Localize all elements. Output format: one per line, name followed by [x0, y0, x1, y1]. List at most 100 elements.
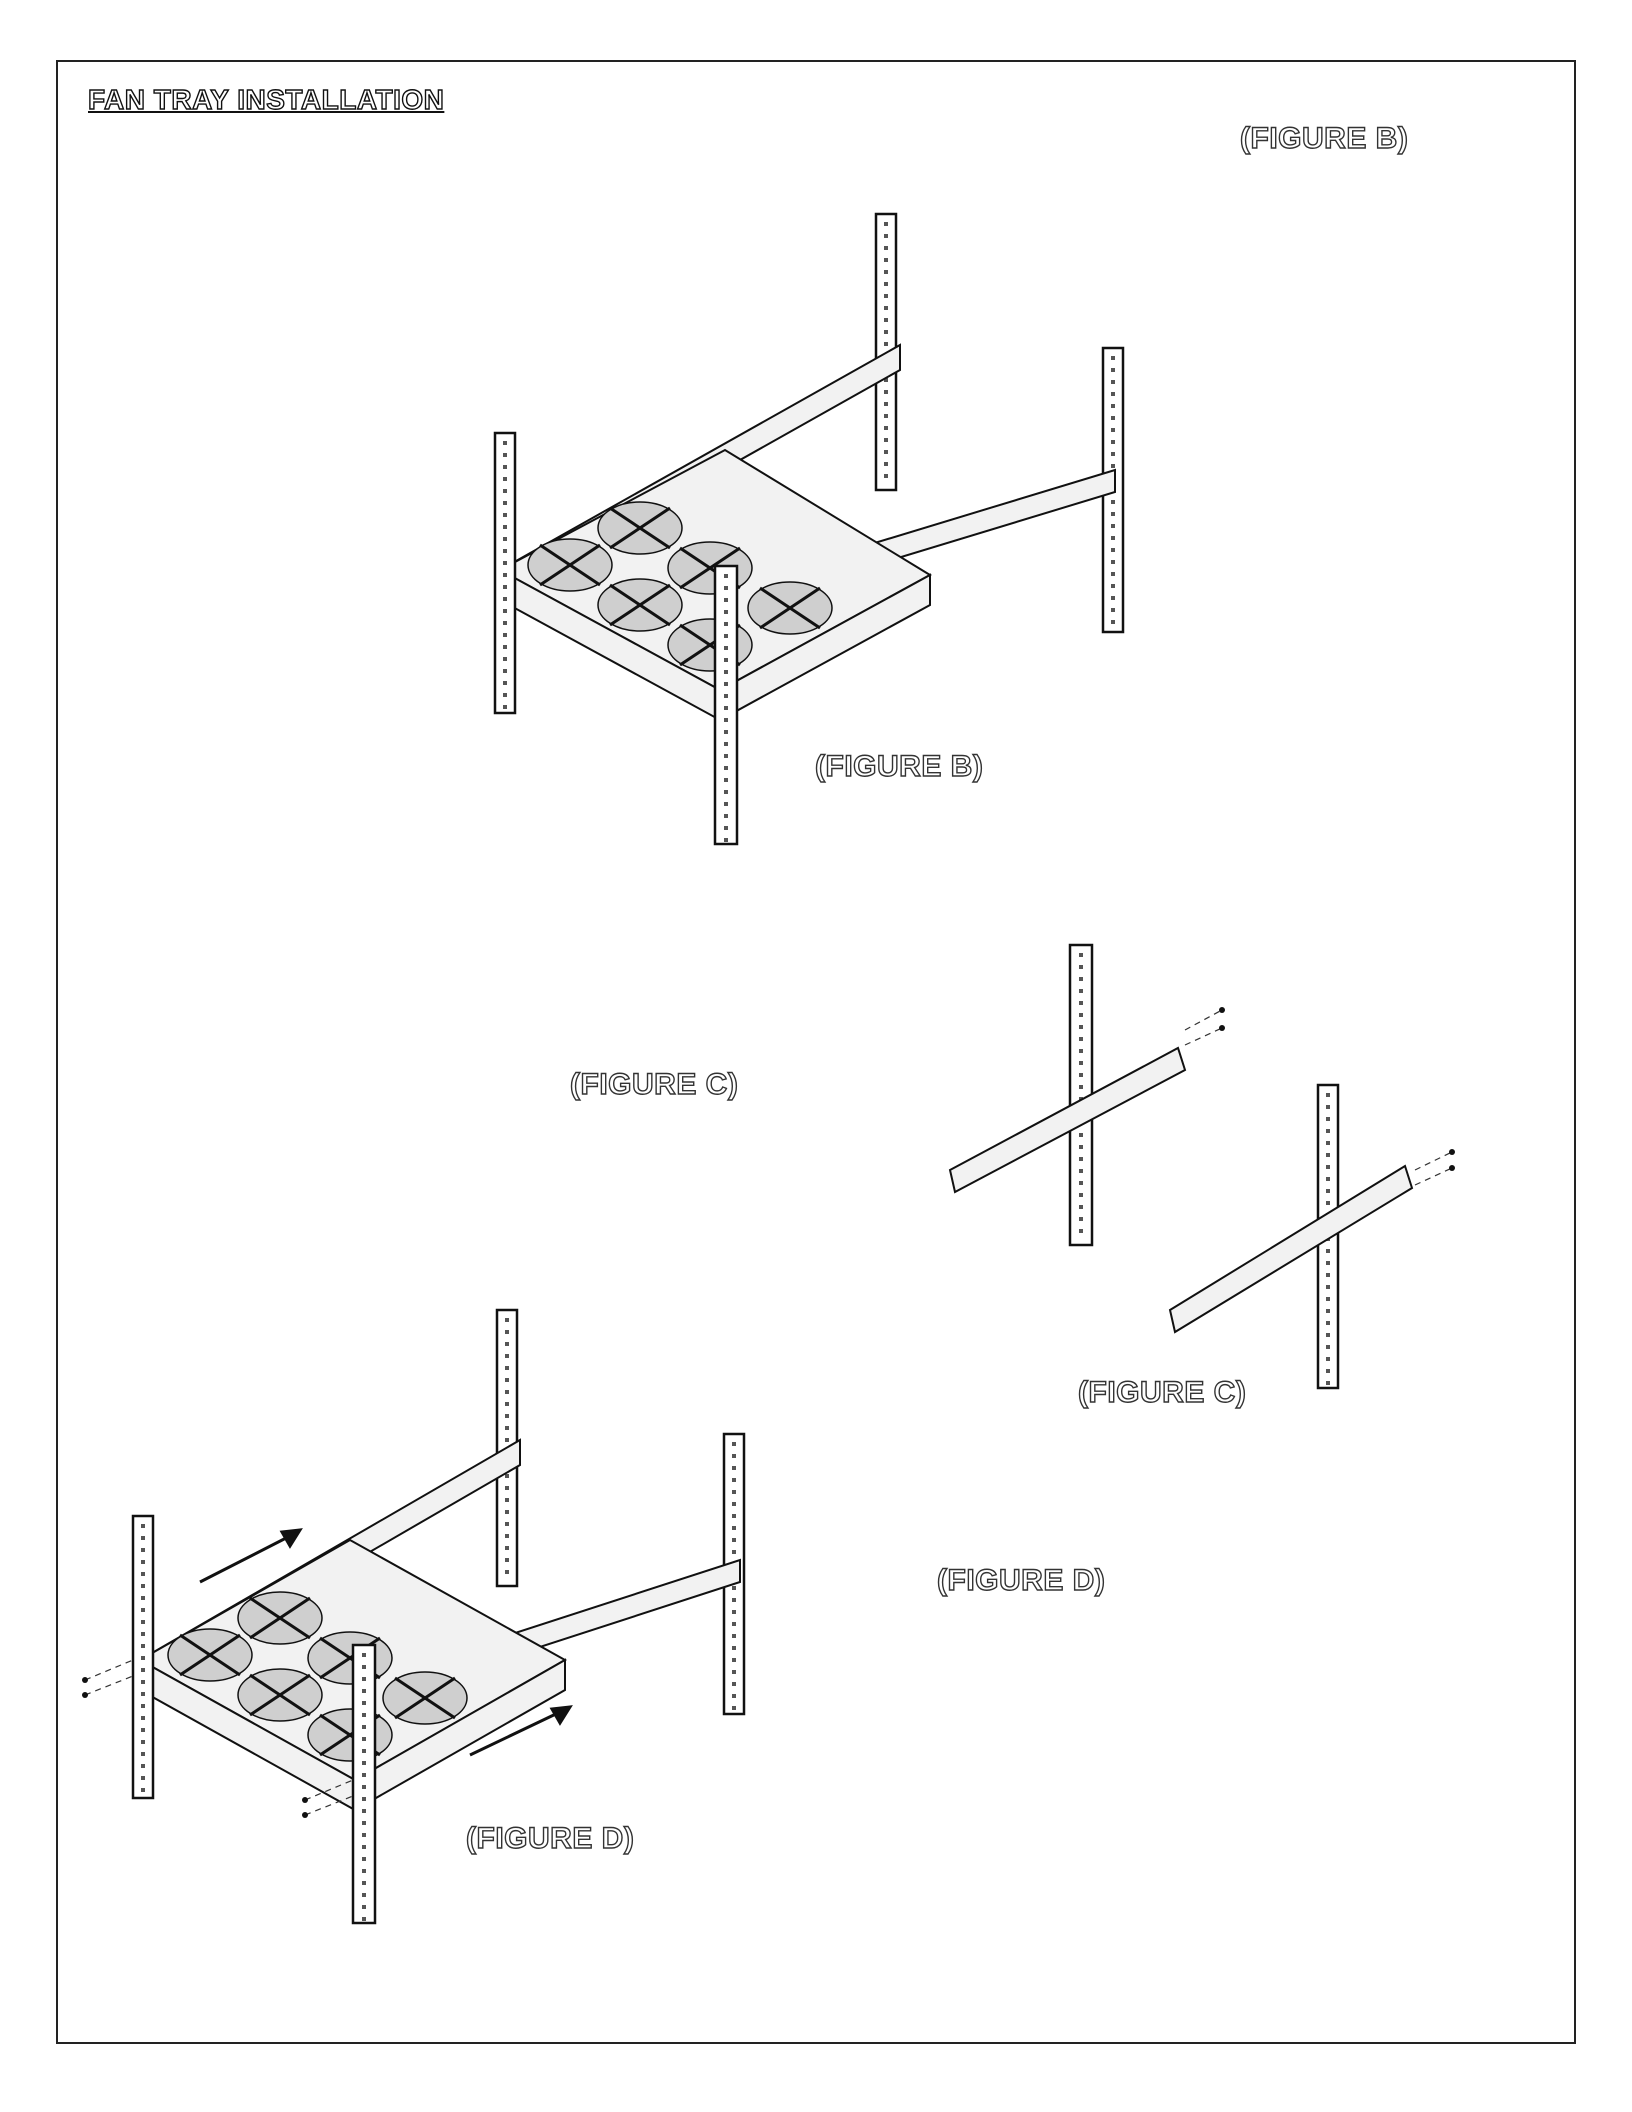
post-hole — [141, 1524, 145, 1528]
post-hole — [1079, 977, 1083, 981]
post-hole — [362, 1833, 366, 1837]
post-hole — [1326, 1093, 1330, 1097]
post-hole — [732, 1598, 736, 1602]
post-hole — [1111, 548, 1115, 552]
post-hole — [362, 1773, 366, 1777]
post-hole — [141, 1620, 145, 1624]
post-hole — [141, 1764, 145, 1768]
post-hole — [503, 477, 507, 481]
post-hole — [1326, 1189, 1330, 1193]
post-hole — [362, 1881, 366, 1885]
post-hole — [1326, 1117, 1330, 1121]
post-hole — [505, 1546, 509, 1550]
post-hole — [503, 621, 507, 625]
post-hole — [1326, 1285, 1330, 1289]
post-hole — [1111, 428, 1115, 432]
post-hole — [141, 1632, 145, 1636]
arrow-head-icon — [282, 1530, 300, 1546]
post-hole — [732, 1586, 736, 1590]
post-hole — [503, 609, 507, 613]
post-hole — [1079, 1001, 1083, 1005]
post-hole — [732, 1622, 736, 1626]
post-hole — [503, 513, 507, 517]
post-hole — [505, 1354, 509, 1358]
post-hole — [141, 1716, 145, 1720]
post-hole — [505, 1378, 509, 1382]
post-hole — [362, 1713, 366, 1717]
post-hole — [503, 633, 507, 637]
post-hole — [1326, 1321, 1330, 1325]
post-hole — [141, 1560, 145, 1564]
post-hole — [1326, 1249, 1330, 1253]
post-hole — [503, 561, 507, 565]
post-hole — [884, 426, 888, 430]
post-hole — [1111, 440, 1115, 444]
post-hole — [1326, 1381, 1330, 1385]
post-hole — [1111, 524, 1115, 528]
post-hole — [724, 766, 728, 770]
post-hole — [362, 1857, 366, 1861]
post-hole — [362, 1653, 366, 1657]
post-hole — [141, 1656, 145, 1660]
post-hole — [724, 598, 728, 602]
post-hole — [362, 1701, 366, 1705]
figure-c-drawing — [950, 945, 1455, 1388]
post-hole — [724, 730, 728, 734]
post-hole — [362, 1797, 366, 1801]
post-hole — [724, 586, 728, 590]
post-hole — [884, 438, 888, 442]
post-hole — [1326, 1177, 1330, 1181]
post-hole — [503, 681, 507, 685]
post-hole — [732, 1454, 736, 1458]
post-hole — [884, 450, 888, 454]
post-hole — [503, 669, 507, 673]
post-hole — [732, 1550, 736, 1554]
post-hole — [732, 1538, 736, 1542]
post-hole — [503, 489, 507, 493]
post-hole — [505, 1534, 509, 1538]
post-hole — [362, 1761, 366, 1765]
post-hole — [724, 790, 728, 794]
post-hole — [884, 342, 888, 346]
post-hole — [141, 1788, 145, 1792]
post-hole — [724, 838, 728, 842]
post-hole — [141, 1572, 145, 1576]
post-hole — [732, 1442, 736, 1446]
post-hole — [505, 1570, 509, 1574]
post-hole — [1111, 464, 1115, 468]
post-hole — [362, 1725, 366, 1729]
post-hole — [1079, 1145, 1083, 1149]
post-hole — [141, 1680, 145, 1684]
post-hole — [141, 1644, 145, 1648]
post-hole — [1079, 1181, 1083, 1185]
post-hole — [884, 474, 888, 478]
post-hole — [1326, 1201, 1330, 1205]
post-hole — [1326, 1153, 1330, 1157]
post-hole — [1079, 1157, 1083, 1161]
post-hole — [884, 246, 888, 250]
post-hole — [505, 1522, 509, 1526]
post-hole — [362, 1677, 366, 1681]
post-hole — [724, 646, 728, 650]
post-hole — [1326, 1369, 1330, 1373]
figure-d-drawing — [82, 1310, 744, 1923]
post-hole — [732, 1526, 736, 1530]
post-hole — [724, 694, 728, 698]
post-hole — [884, 462, 888, 466]
post-hole — [1079, 1133, 1083, 1137]
post-hole — [724, 742, 728, 746]
post-hole — [505, 1366, 509, 1370]
post-hole — [724, 754, 728, 758]
post-hole — [141, 1728, 145, 1732]
post-hole — [503, 657, 507, 661]
post-hole — [724, 706, 728, 710]
post-hole — [362, 1785, 366, 1789]
post-hole — [1079, 1025, 1083, 1029]
post-hole — [362, 1905, 366, 1909]
post-hole — [1326, 1261, 1330, 1265]
post-hole — [141, 1584, 145, 1588]
post-hole — [732, 1682, 736, 1686]
post-hole — [1079, 1049, 1083, 1053]
post-hole — [884, 234, 888, 238]
post-hole — [1079, 1073, 1083, 1077]
